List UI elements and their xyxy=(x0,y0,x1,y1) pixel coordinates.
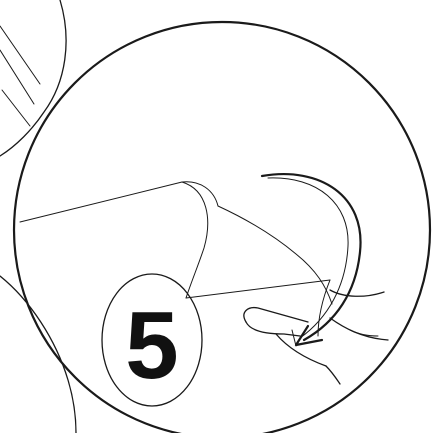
step-number-badge: 5 xyxy=(102,274,202,406)
step-number: 5 xyxy=(125,292,178,399)
detail-circle xyxy=(14,22,430,433)
next-step-circle xyxy=(0,276,76,433)
curl-arrow xyxy=(262,174,361,345)
previous-step-circle xyxy=(0,0,66,156)
hand xyxy=(244,290,388,384)
